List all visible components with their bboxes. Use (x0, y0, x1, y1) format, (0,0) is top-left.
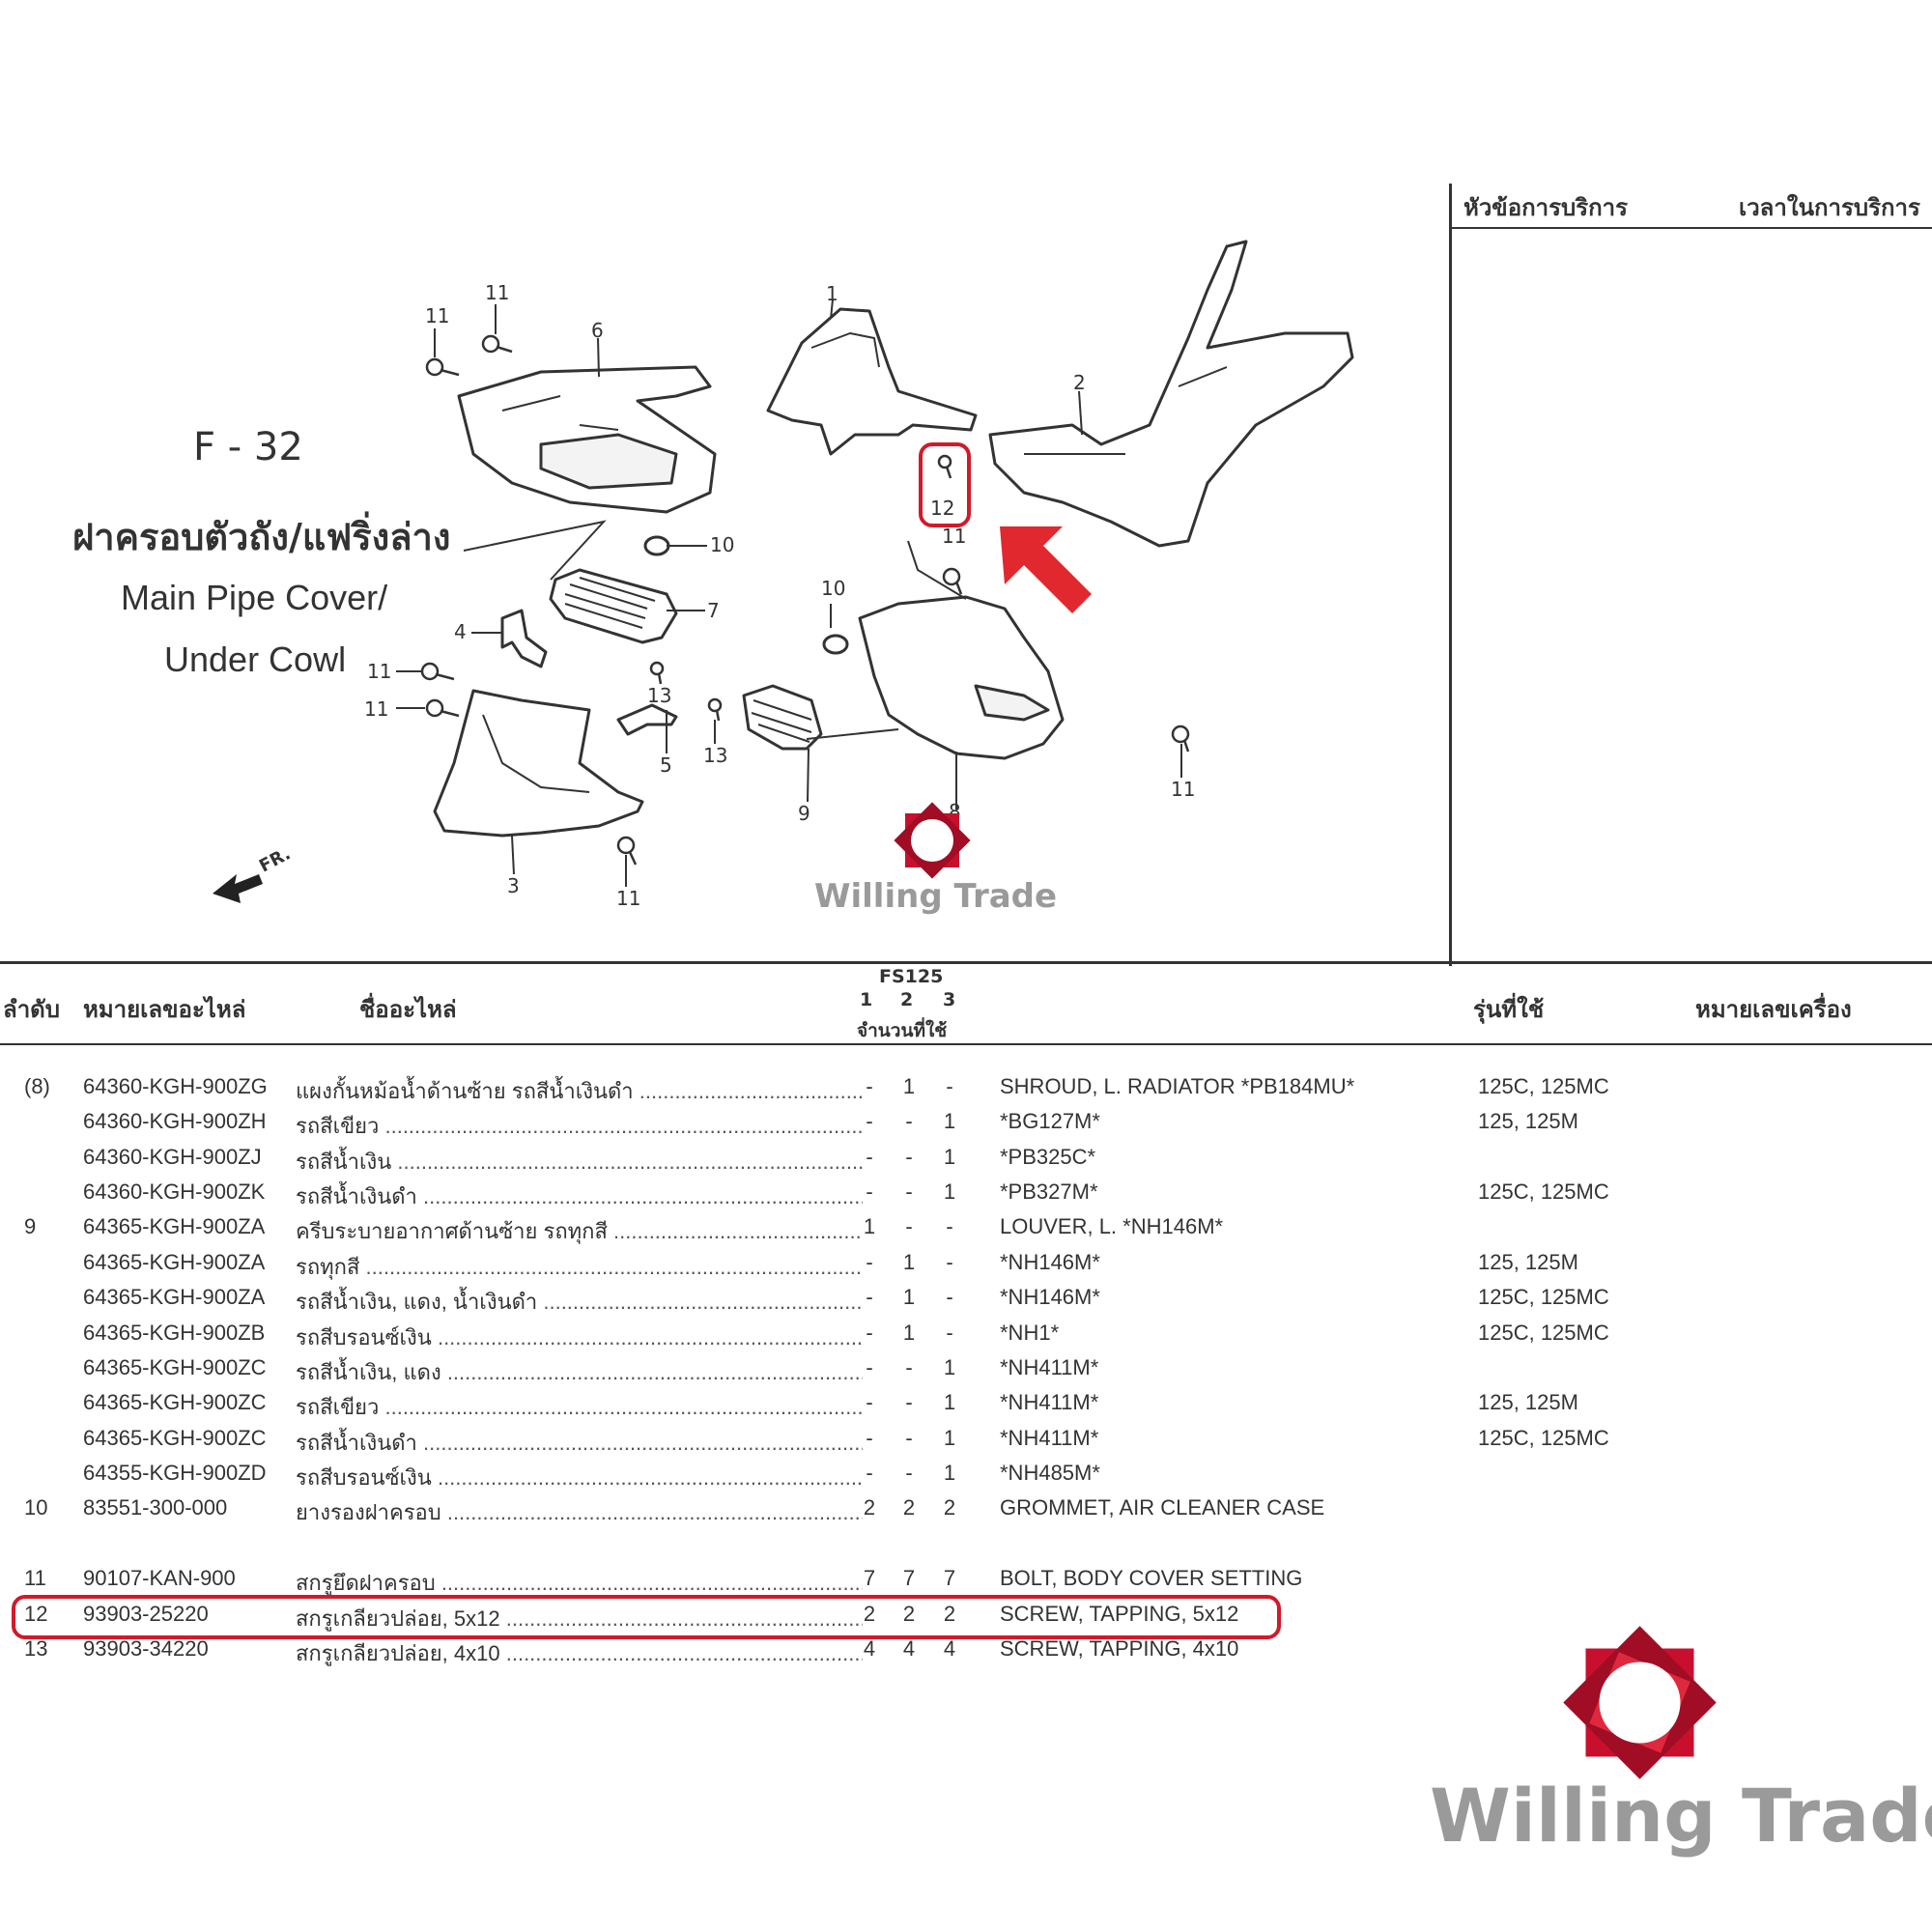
service-topic-header: หัวข้อการบริการ (1463, 194, 1629, 221)
part-2-side-cover (988, 240, 1354, 548)
callout-11-e: 11 (616, 887, 641, 910)
part-6-opening (539, 433, 678, 490)
part-8-opening (974, 684, 1050, 722)
col-header-model: รุ่นที่ใช้ (1473, 996, 1545, 1023)
bolt-11-b (481, 334, 500, 354)
col-header-no: ลำดับ (3, 996, 61, 1023)
callout-11-f: 11 (942, 525, 967, 548)
table-row: 64365-KGH-900ZBรถสีบรอนซ์เงิน-1-*NH1*125… (0, 1321, 1932, 1355)
part-3-under-cowl (433, 689, 644, 838)
callout-11-a: 11 (425, 304, 450, 327)
col-header-part-no: หมายเลขอะไหล่ (83, 996, 246, 1023)
figure-title-english-line1: Main Pipe Cover/ (121, 578, 388, 617)
part-5-bracket (616, 703, 678, 736)
part-12-highlight (919, 442, 971, 527)
screw-12 (937, 454, 952, 469)
callout-13-b: 13 (703, 744, 728, 767)
callout-arrow (1000, 526, 1092, 613)
service-box-divider (1449, 184, 1452, 966)
figure-code: F - 32 (193, 425, 303, 469)
callout-2: 2 (1073, 371, 1086, 394)
bolt-11-a (425, 357, 444, 377)
callout-11-b: 11 (485, 281, 510, 304)
part-8-under-cover (858, 595, 1065, 760)
callout-11-g: 11 (1171, 778, 1196, 801)
callout-12: 12 (930, 497, 955, 520)
table-row: 64365-KGH-900ZCรถสีเขียว--1*NH411M*125, … (0, 1390, 1932, 1425)
part-4-bracket (500, 609, 548, 668)
bolt-11-c (420, 662, 440, 681)
col-header-q1: 1 (860, 989, 873, 1010)
col-header-engine-no: หมายเลขเครื่อง (1695, 996, 1852, 1023)
bolt-11-g (1171, 724, 1190, 744)
table-row: 64360-KGH-900ZHรถสีเขียว--1*BG127M*125, … (0, 1109, 1932, 1144)
service-box-header-line (1449, 227, 1932, 229)
callout-7: 7 (707, 599, 720, 622)
callout-3: 3 (507, 874, 520, 897)
service-time-header: เวลาในการบริการ (1739, 194, 1920, 221)
col-header-model-group: FS125 (879, 966, 944, 987)
callout-10-b: 10 (821, 577, 846, 600)
small-logo-text: Willing Trade (814, 877, 1058, 916)
bolt-11-f (942, 567, 961, 586)
part-10-grommet-top (643, 535, 670, 556)
screw-13-b (707, 697, 723, 713)
figure-title-english-line2: Under Cowl (164, 639, 347, 679)
bolt-11-e (616, 836, 636, 855)
col-header-q3: 3 (943, 989, 956, 1010)
table-top-rule (0, 961, 1932, 964)
screw-13-a (649, 661, 665, 676)
part-1-main-pipe-cover (766, 307, 978, 456)
brand-logo-mark (1563, 1626, 1717, 1779)
small-logo-mark (894, 802, 971, 879)
table-row: 64360-KGH-900ZKรถสีน้ำเงินดำ--1*PB327M*1… (0, 1179, 1932, 1214)
table-header-rule (0, 1043, 1932, 1045)
callout-5: 5 (660, 753, 672, 777)
bolt-11-d (425, 698, 444, 718)
col-header-q2: 2 (900, 989, 914, 1010)
brand-logo-text: Willing Trade (1430, 1773, 1932, 1859)
front-direction-arrow (213, 874, 263, 903)
callout-10-a: 10 (710, 533, 735, 556)
col-header-qty: จำนวนที่ใช้ (857, 1020, 948, 1041)
callout-4: 4 (454, 620, 467, 643)
part-7-louver (549, 568, 678, 644)
callout-13-a: 13 (647, 684, 672, 707)
callout-9: 9 (798, 802, 810, 825)
col-header-name: ชื่ออะไหล่ (359, 996, 457, 1023)
callout-11-c: 11 (367, 660, 392, 683)
callout-1: 1 (826, 282, 838, 305)
table-row: 64365-KGH-900ZCรถสีน้ำเงินดำ--1*NH411M*1… (0, 1426, 1932, 1461)
callout-11-d: 11 (364, 697, 389, 721)
part-10-grommet-bottom (822, 634, 849, 655)
figure-title-thai: ฝาครอบตัวถัง/แฟริ่งล่าง (72, 516, 451, 558)
row-12-highlight-outline (12, 1595, 1281, 1639)
exploded-parts-diagram (213, 240, 1354, 903)
part-9-louver (742, 684, 823, 751)
callout-6: 6 (591, 319, 604, 342)
